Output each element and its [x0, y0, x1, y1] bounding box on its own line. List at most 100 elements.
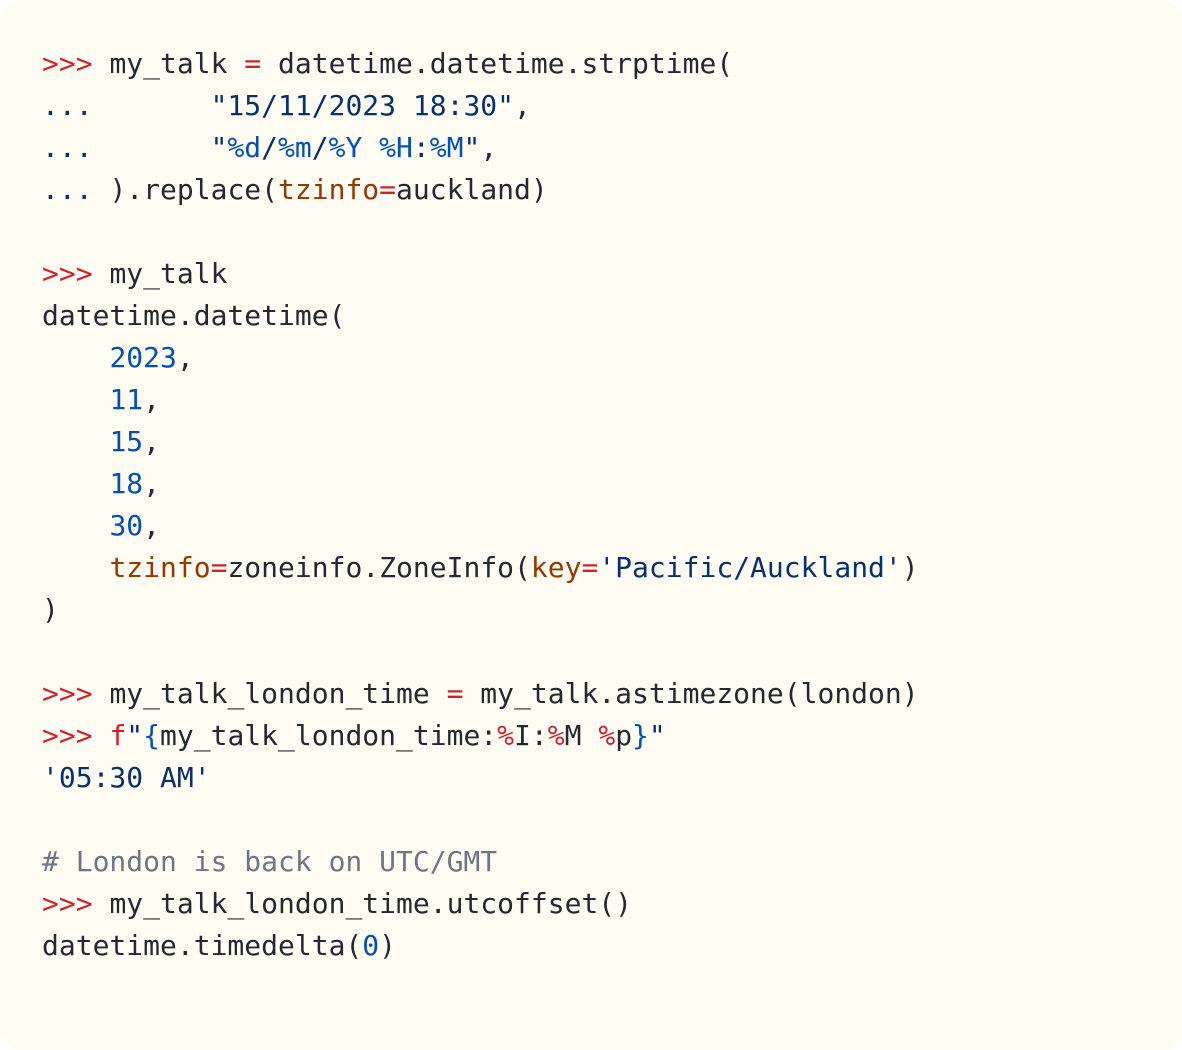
code-token-plain — [42, 509, 109, 542]
code-token-plain: datetime.datetime( — [42, 299, 346, 332]
code-token-prompt: >>> — [42, 47, 110, 80]
code-token-str: " — [126, 719, 144, 752]
code-token-plain: ) — [379, 929, 397, 962]
code-token-plain: my_talk.astimezone(london) — [463, 677, 919, 710]
code-token-plain: my_talk_london_time: — [160, 719, 498, 752]
code-token-prompt: >>> — [42, 677, 110, 710]
code-token-str: " — [648, 719, 666, 752]
code-line: 15, — [42, 421, 919, 463]
code-line: 18, — [42, 463, 919, 505]
code-token-plain: datetime.datetime.strptime( — [261, 47, 734, 80]
code-line: ... "%d/%m/%Y %H:%M", — [42, 127, 919, 169]
code-line: # London is back on UTC/GMT — [42, 841, 919, 883]
code-token-op: % — [547, 719, 565, 752]
code-token-fmt: %H — [379, 131, 413, 164]
code-token-cont: ... — [42, 89, 211, 122]
code-block: >>> my_talk = datetime.datetime.strptime… — [42, 43, 919, 967]
code-token-plain — [42, 341, 109, 374]
code-token-str: / — [261, 131, 279, 164]
blank-line — [42, 799, 919, 841]
code-line: tzinfo=zoneinfo.ZoneInfo(key='Pacific/Au… — [42, 547, 919, 589]
code-token-plain: , — [143, 509, 161, 542]
code-token-num: 0 — [362, 929, 380, 962]
code-token-str: " — [463, 131, 481, 164]
code-line: '05:30 AM' — [42, 757, 919, 799]
code-token-fmt: %M — [429, 131, 464, 164]
code-line: ... "15/11/2023 18:30", — [42, 85, 919, 127]
code-token-str: '05:30 AM' — [42, 761, 211, 794]
code-line: 2023, — [42, 337, 919, 379]
code-token-str: " — [210, 131, 228, 164]
code-token-num: 15 — [109, 425, 144, 458]
code-token-fmt: %m — [278, 131, 312, 164]
code-token-plain: datetime.timedelta( — [42, 929, 363, 962]
code-token-plain: auckland) — [396, 173, 548, 206]
code-token-str: 'Pacific/Auckland' — [598, 551, 902, 584]
code-line: datetime.datetime( — [42, 295, 919, 337]
code-token-str: : — [412, 131, 430, 164]
code-token-plain: ).replace( — [109, 173, 279, 206]
code-line: ... ).replace(tzinfo=auckland) — [42, 169, 919, 211]
code-token-plain: , — [176, 341, 194, 374]
code-token-plain: , — [143, 425, 161, 458]
code-token-plain: my_talk — [109, 47, 245, 80]
code-token-plain: , — [480, 131, 498, 164]
code-token-op: = — [244, 47, 262, 80]
code-token-plain: my_talk_london_time.utcoffset() — [109, 887, 633, 920]
code-token-op: = — [581, 551, 599, 584]
code-token-plain: my_talk — [109, 257, 228, 290]
code-token-kw: tzinfo — [109, 551, 211, 584]
code-token-plain: , — [143, 383, 161, 416]
code-token-plain: zoneinfo.ZoneInfo( — [227, 551, 531, 584]
code-token-fprefix: f — [109, 719, 127, 752]
blank-line — [42, 631, 919, 673]
code-line: >>> my_talk = datetime.datetime.strptime… — [42, 43, 919, 85]
code-token-plain: M — [564, 719, 599, 752]
code-token-num: 11 — [109, 383, 144, 416]
code-token-num: 2023 — [109, 341, 177, 374]
code-token-plain: , — [514, 89, 531, 122]
code-token-brace: } — [632, 719, 649, 752]
code-token-kw: key — [530, 551, 582, 584]
code-line: ) — [42, 589, 919, 631]
code-token-plain — [42, 383, 109, 416]
code-token-fmt: %d — [227, 131, 262, 164]
code-token-plain: ) — [42, 593, 59, 626]
code-token-str: "15/11/2023 18:30" — [210, 89, 515, 122]
code-token-plain: my_talk_london_time — [109, 677, 447, 710]
code-line: >>> my_talk_london_time = my_talk.astime… — [42, 673, 919, 715]
code-token-cont: ... — [42, 131, 211, 164]
code-token-op: % — [497, 719, 515, 752]
code-line: datetime.timedelta(0) — [42, 925, 919, 967]
code-token-op: = — [446, 677, 464, 710]
code-token-prompt: >>> — [42, 257, 110, 290]
code-token-num: 30 — [109, 509, 144, 542]
code-token-prompt: >>> — [42, 719, 110, 752]
code-token-brace: { — [143, 719, 161, 752]
code-token-plain: ) — [901, 551, 919, 584]
code-token-prompt: >>> — [42, 887, 110, 920]
code-token-comment: # London is back on UTC/GMT — [42, 845, 498, 878]
code-line: >>> my_talk — [42, 253, 919, 295]
code-token-cont: ... — [42, 173, 110, 206]
code-token-str — [362, 131, 379, 164]
code-line: >>> my_talk_london_time.utcoffset() — [42, 883, 919, 925]
code-token-plain — [42, 425, 109, 458]
code-token-plain — [42, 551, 109, 584]
code-token-fmt: %Y — [328, 131, 363, 164]
code-line: 30, — [42, 505, 919, 547]
code-token-str: / — [311, 131, 329, 164]
code-token-plain — [42, 467, 109, 500]
code-token-plain: p — [615, 719, 633, 752]
code-token-op: = — [379, 173, 397, 206]
code-token-op: % — [598, 719, 616, 752]
code-line: 11, — [42, 379, 919, 421]
blank-line — [42, 211, 919, 253]
code-token-op: = — [210, 551, 228, 584]
code-line: >>> f"{my_talk_london_time:%I:%M %p}" — [42, 715, 919, 757]
code-token-num: 18 — [109, 467, 144, 500]
code-token-plain: I: — [514, 719, 548, 752]
code-token-plain: , — [143, 467, 161, 500]
code-token-kw: tzinfo — [278, 173, 380, 206]
